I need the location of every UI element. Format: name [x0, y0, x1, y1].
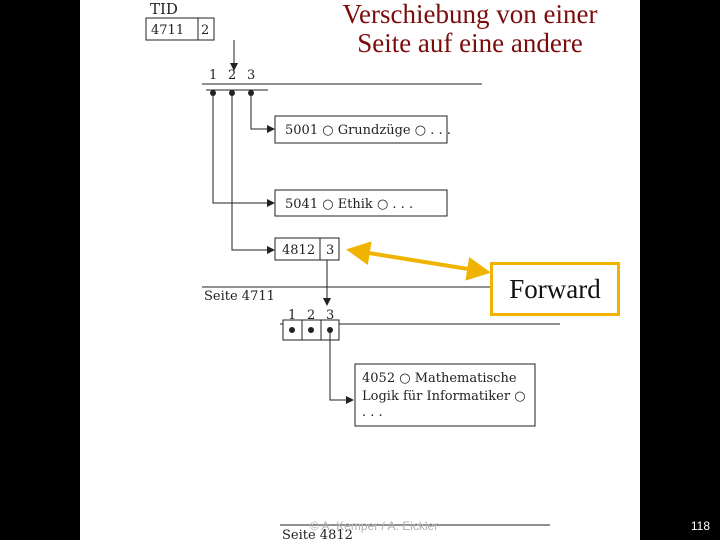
record-4052-box [354, 363, 536, 427]
page2-slot-2-dot [308, 327, 314, 333]
forward-pointer-page: 4812 [282, 243, 315, 258]
slide: TID 4711 2 1 2 3 5001 ○ Grundzüge ○ . . … [80, 0, 640, 540]
slide-title: Verschiebung von einer Seite auf eine an… [310, 0, 630, 58]
page2-slot-2-number: 2 [307, 308, 315, 323]
record-5001-box [274, 115, 448, 144]
forward-label-box: Forward [490, 262, 620, 316]
page-number: 118 [690, 519, 710, 533]
record-5041: 5041 ○ Ethik ○ . . . [285, 197, 413, 212]
page1-slot-3-number: 3 [247, 68, 255, 83]
forward-pointer-box [274, 237, 340, 261]
tid-box [145, 17, 215, 41]
record-4052-line-1: 4052 ○ Mathematische [362, 371, 517, 386]
record-5001: 5001 ○ Grundzüge ○ . . . [285, 123, 451, 138]
slot1-pointer [212, 93, 275, 207]
page1-slot-1-number: 1 [209, 68, 217, 83]
tid-page: 4711 [151, 23, 184, 38]
slide-title-line-1: Verschiebung von einer [342, 0, 598, 29]
forward-pointer-slot: 3 [326, 243, 334, 258]
slot2-pointer [231, 93, 275, 254]
page2-slot-1-number: 1 [288, 308, 296, 323]
forward-highlight-arrow [346, 241, 491, 281]
page1-slot-2-number: 2 [228, 68, 236, 83]
tid-heading: TID [150, 0, 178, 18]
tid-diagram: TID 4711 2 1 2 3 5001 ○ Grundzüge ○ . . … [145, 0, 600, 540]
tid-slot: 2 [201, 23, 209, 38]
page2-slot3-pointer [329, 330, 354, 404]
record-4052-line-3: . . . [362, 405, 383, 420]
record-4052-line-2: Logik für Informatiker ○ [362, 389, 526, 404]
record-5041-box [274, 189, 448, 217]
page2-slot-1-dot [289, 327, 295, 333]
slot3-pointer [250, 93, 275, 133]
page2-label: Seite 4812 [282, 528, 353, 540]
page1-label: Seite 4711 [204, 289, 275, 304]
slide-title-line-2: Seite auf eine andere [357, 28, 583, 58]
forward-label: Forward [509, 273, 601, 304]
page2-slot-3-number: 3 [326, 308, 334, 323]
footer-credit: © A. Kemper / A. Eickler [310, 519, 439, 533]
